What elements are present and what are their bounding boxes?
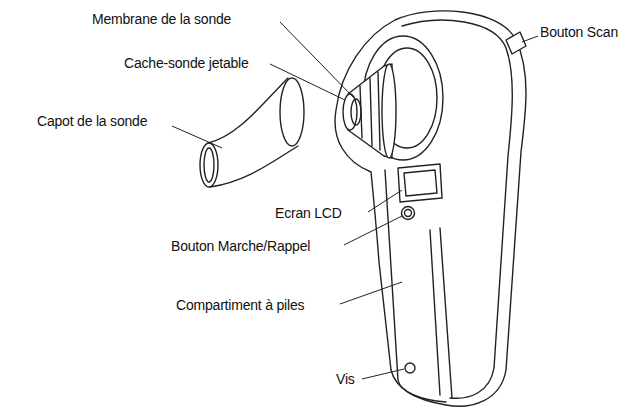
part-label: Capot de la sonde — [37, 113, 147, 129]
part-label: Cache-sonde jetable — [124, 55, 249, 71]
part-label: Vis — [336, 371, 355, 387]
part-label: Membrane de la sonde — [92, 11, 231, 27]
part-label: Ecran LCD — [275, 205, 342, 221]
part-label: Bouton Marche/Rappel — [171, 238, 310, 254]
leader-lines — [172, 22, 538, 379]
part-label: Bouton Scan — [540, 24, 618, 40]
part-label: Compartiment à piles — [176, 297, 304, 313]
